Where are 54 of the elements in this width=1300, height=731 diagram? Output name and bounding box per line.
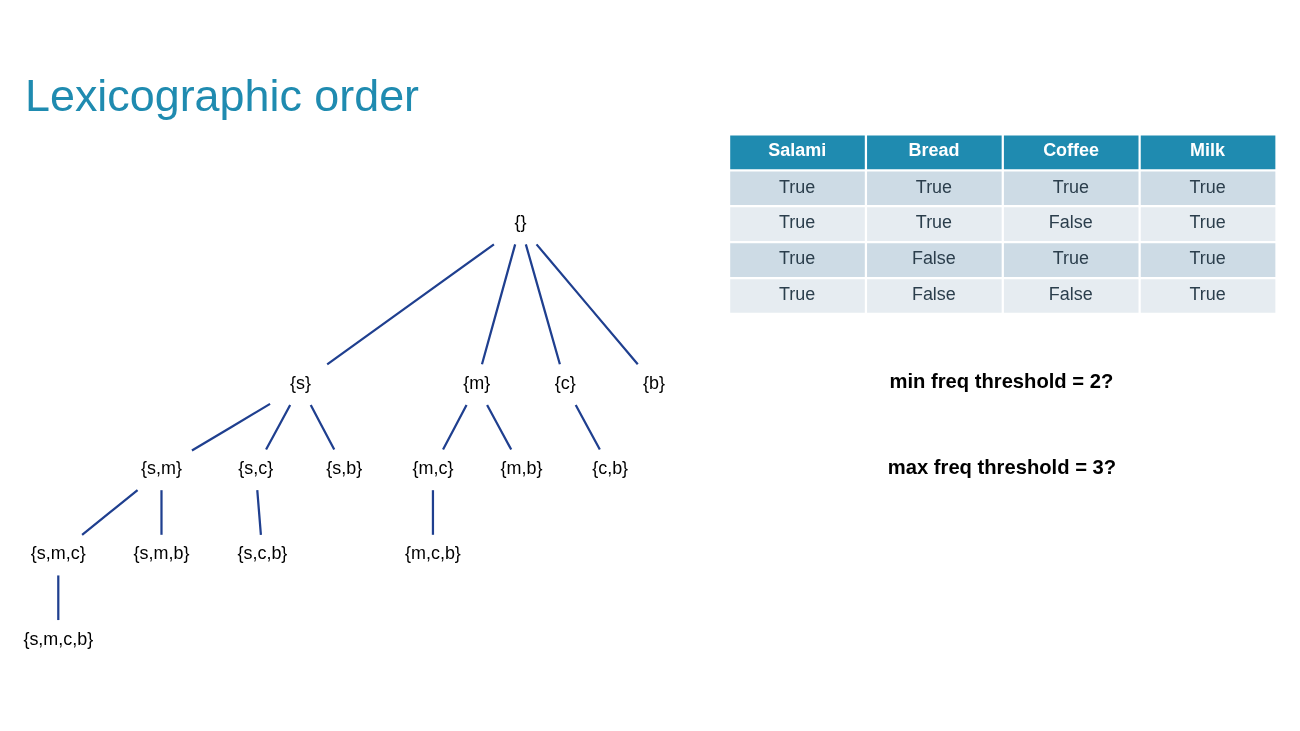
connector	[535, 243, 639, 366]
node-text: {c}	[554, 372, 576, 393]
connector	[57, 575, 60, 621]
node-text: {m,c}	[412, 458, 454, 479]
label: False	[911, 284, 956, 305]
node-text: {m}	[463, 372, 491, 393]
node-text: {s,m}	[141, 458, 182, 479]
node-text: {m,b}	[500, 458, 543, 479]
label: Coffee	[1043, 139, 1099, 160]
node-text: {s,c,b}	[237, 543, 288, 564]
connector	[326, 243, 495, 366]
node-text: {s,c}	[238, 458, 274, 479]
label: True	[1189, 176, 1226, 197]
node-text: {s,m,c,b}	[23, 628, 94, 649]
label: False	[1048, 212, 1093, 233]
node-text: {}	[514, 212, 527, 233]
label: Milk	[1190, 139, 1225, 160]
label: Bread	[908, 139, 960, 160]
connector	[442, 404, 468, 451]
connector	[81, 489, 139, 536]
connector	[480, 244, 517, 365]
label: True	[915, 176, 953, 197]
connector	[524, 244, 561, 365]
label: True	[1189, 212, 1226, 233]
connector	[191, 402, 271, 452]
connector	[256, 490, 262, 535]
connector	[431, 490, 435, 535]
connector	[160, 490, 163, 535]
node-text: {s,m,b}	[133, 543, 190, 564]
label: True	[1189, 248, 1226, 269]
label: False	[911, 248, 956, 269]
connector	[265, 404, 292, 451]
label: True	[1052, 248, 1089, 269]
label: False	[1048, 284, 1093, 305]
label: True	[779, 284, 816, 305]
node-text: {s}	[290, 372, 312, 393]
node-text: {s,m,c}	[30, 543, 86, 564]
label: True	[779, 248, 816, 269]
label: True	[915, 212, 953, 233]
node-text: {m,c,b}	[405, 543, 461, 564]
label: True	[779, 212, 816, 233]
connector	[574, 404, 601, 451]
label: True	[1189, 284, 1226, 305]
connector	[486, 404, 513, 451]
label: Salami	[768, 139, 827, 160]
node-text: {s,b}	[326, 458, 363, 479]
label: min freq threshold = 2?	[889, 370, 1114, 393]
node-text: {c,b}	[592, 458, 629, 479]
connector	[309, 404, 336, 451]
label: max freq threshold = 3?	[887, 455, 1117, 478]
diagram-title: Lexicographic order	[25, 69, 420, 121]
label: True	[1052, 176, 1089, 197]
label: True	[779, 176, 816, 197]
node-text: {b}	[642, 372, 665, 393]
